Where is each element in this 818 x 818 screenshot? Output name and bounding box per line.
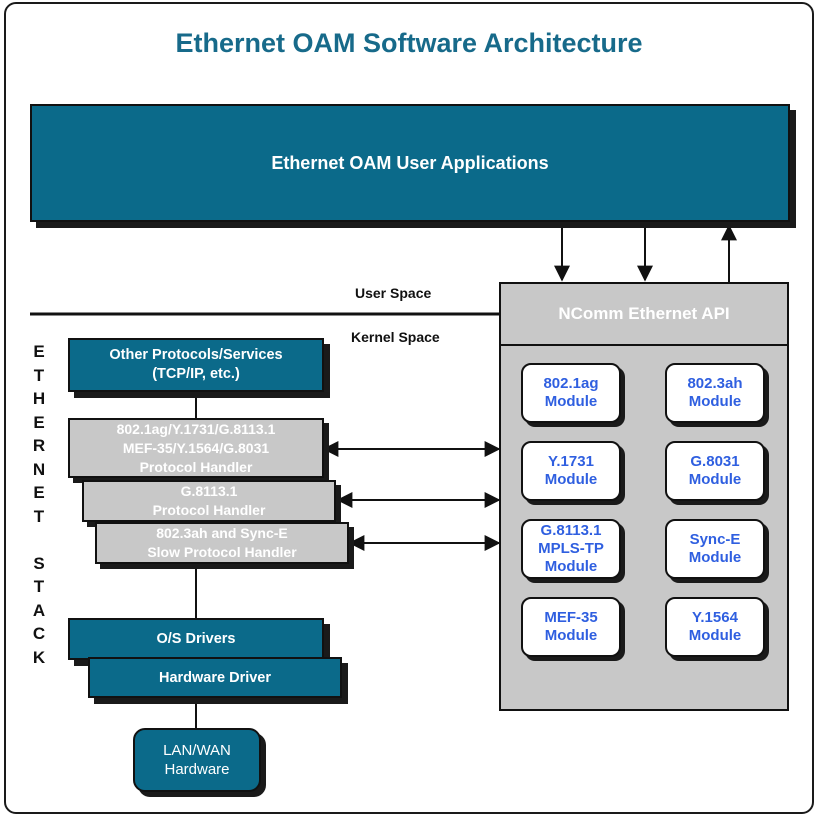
module-line: Sync-E	[689, 531, 741, 548]
slow-protocol-handler-box: 802.3ah and Sync-E Slow Protocol Handler	[95, 522, 349, 564]
kernel-space-label: Kernel Space	[351, 329, 440, 345]
module-line: Module	[544, 393, 598, 410]
user-space-label: User Space	[355, 285, 432, 301]
protocol-handler-box: 802.1ag/Y.1731/G.8113.1 MEF-35/Y.1564/G.…	[68, 418, 324, 478]
module-line: 802.3ah	[687, 375, 743, 392]
hardware-driver-box: Hardware Driver	[88, 657, 342, 698]
protocol-handler-line2: MEF-35/Y.1564/G.8031	[122, 439, 270, 456]
os-drivers-label: O/S Drivers	[156, 631, 236, 647]
stack-letter: E	[33, 412, 45, 432]
stack-letter: T	[33, 577, 45, 596]
diagram-title: Ethernet OAM Software Architecture	[175, 28, 643, 58]
stack-letter: T	[33, 506, 45, 526]
slow-handler-line2: Slow Protocol Handler	[147, 544, 297, 560]
other-protocols-line2: (TCP/IP, etc.)	[152, 366, 240, 382]
module-line: MPLS-TP	[538, 540, 604, 557]
module-line: Module	[544, 558, 598, 575]
module-line: Y.1564	[692, 609, 738, 626]
g8113-handler-line2: Protocol Handler	[152, 502, 266, 518]
os-drivers-box: O/S Drivers	[68, 618, 324, 660]
other-protocols-box: Other Protocols/Services (TCP/IP, etc.)	[68, 338, 324, 392]
module-line: Module	[688, 393, 742, 410]
g8113-handler-box: G.8113.1 Protocol Handler	[82, 480, 336, 522]
stack-letter: R	[32, 436, 46, 455]
user-applications-label: Ethernet OAM User Applications	[271, 152, 549, 173]
hardware-driver-label: Hardware Driver	[158, 669, 272, 686]
module-line: Module	[688, 549, 742, 566]
module-line: 802.1ag	[543, 375, 599, 392]
module-line: Module	[688, 627, 742, 644]
module-line: Module	[688, 471, 742, 488]
lan-wan-hardware-box: LAN/WAN Hardware	[133, 728, 261, 792]
module-line: G.8113.1	[540, 522, 602, 539]
module-line: Module	[544, 471, 598, 488]
slow-handler-line1: 802.3ah and Sync-E	[156, 525, 288, 541]
stack-letter: E	[33, 483, 45, 502]
lan-wan-line2: Hardware	[164, 761, 230, 778]
user-applications-box: Ethernet OAM User Applications	[30, 104, 790, 222]
stack-letter: H	[32, 389, 46, 408]
ncomm-api-header: NComm Ethernet API	[501, 284, 787, 346]
stack-letter: K	[32, 647, 46, 667]
protocol-handler-line1: 802.1ag/Y.1731/G.8113.1	[116, 420, 276, 437]
module-line: G.8031	[690, 453, 740, 470]
ncomm-api-title: NComm Ethernet API	[558, 304, 730, 323]
module-line: Module	[544, 627, 598, 644]
stack-letter: S	[33, 553, 45, 573]
module-line: Y.1731	[548, 453, 594, 470]
stack-letter: A	[32, 600, 46, 620]
stack-letter: N	[32, 459, 46, 479]
lan-wan-line1: LAN/WAN	[163, 742, 231, 759]
stack-letter: C	[32, 624, 46, 643]
stack-letter: E	[33, 342, 45, 361]
g8113-handler-line1: G.8113.1	[180, 483, 238, 499]
module-line: MEF-35	[544, 609, 598, 626]
stack-letter: T	[33, 365, 45, 385]
protocol-handler-line3: Protocol Handler	[139, 458, 253, 475]
stack-letter	[30, 528, 48, 552]
other-protocols-line1: Other Protocols/Services	[109, 347, 283, 363]
